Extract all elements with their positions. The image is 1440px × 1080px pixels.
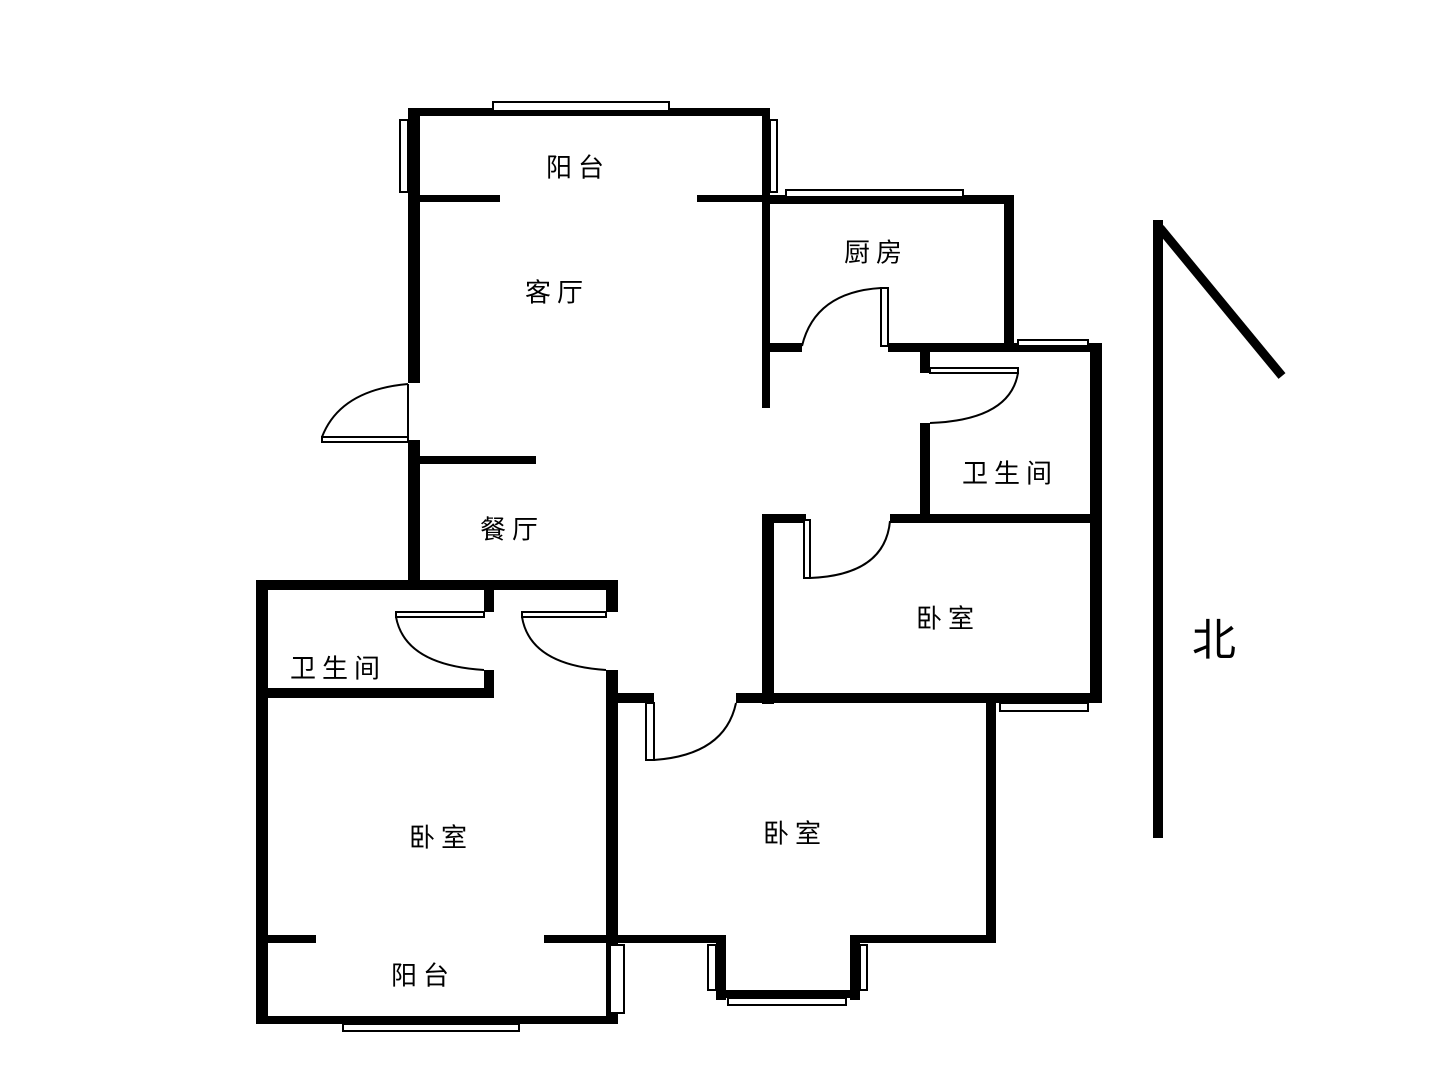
room-label-bedroom-southwest: 卧室 (408, 823, 474, 854)
compass-north-label: 北 (1192, 615, 1236, 666)
room-label-balcony-north: 阳台 (545, 153, 611, 184)
walls (256, 108, 1102, 1024)
windows (342, 101, 1089, 1032)
north-arrow-icon (1153, 220, 1286, 838)
room-label-living-room: 客厅 (524, 278, 590, 309)
room-label-bathroom-east: 卫生间 (961, 459, 1059, 490)
room-label-balcony-south: 阳台 (390, 961, 456, 992)
room-label-bedroom-south: 卧室 (762, 819, 828, 850)
room-label-bathroom-west: 卫生间 (289, 654, 387, 685)
room-label-kitchen: 厨房 (843, 238, 909, 269)
doors (321, 287, 1019, 761)
room-label-bedroom-east: 卧室 (915, 604, 981, 635)
room-label-dining-room: 餐厅 (479, 515, 545, 546)
